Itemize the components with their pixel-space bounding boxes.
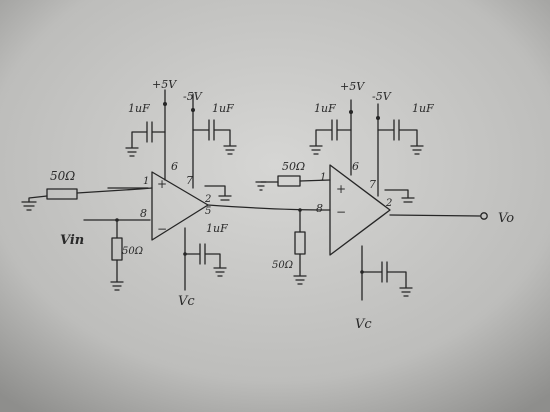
stage2-supply-network [309, 99, 424, 197]
stage2-input-network [255, 175, 331, 191]
stage1-cap-pos-label: 1uF [128, 102, 150, 115]
stage1-cap-neg-label: 1uF [212, 102, 234, 115]
stage2-cap-neg-label: 1uF [412, 102, 434, 115]
stage2-shunt-network [293, 208, 307, 285]
labels: 50Ω Vin 50Ω +5V -5V 1uF 1uF 1uF 6 7 1 8 … [50, 78, 514, 332]
stage2-supply-pos-label: +5V [340, 80, 365, 93]
stage1-supply-neg-label: -5V [183, 90, 203, 103]
stage2-minus-sign: − [336, 205, 346, 219]
output-terminal [480, 212, 488, 220]
stage1-pin-2: 2 [204, 194, 211, 205]
stage2-shunt-resistor-label: 50Ω [272, 260, 293, 271]
stage2-vc-network [360, 245, 413, 301]
stage1-opamp-symbol [151, 171, 209, 241]
stage1-cap-out-label: 1uF [206, 222, 228, 235]
stage2-cap-pos-label: 1uF [314, 102, 336, 115]
stage2-amplifier [255, 99, 488, 301]
stage2-pin-2: 2 [385, 198, 392, 209]
stage1-plus-sign: + [157, 177, 167, 191]
output-wire [389, 214, 481, 217]
stage2-opamp-symbol [329, 164, 391, 256]
stage1-input-resistor-label: 50Ω [50, 169, 75, 183]
stage1-pin-5: 5 [205, 206, 211, 217]
output-vo-label: Vo [498, 211, 514, 226]
stage2-pin-1: 1 [320, 172, 326, 183]
stage2-pin-7: 7 [369, 178, 376, 191]
stage1-supply-network [125, 89, 237, 189]
stage1-vc-network [183, 227, 227, 291]
stage1-pin-6: 6 [171, 160, 178, 173]
stage1-vin-network [83, 218, 151, 291]
stage1-shunt-resistor-label: 50Ω [122, 246, 143, 257]
stage1-supply-pos-label: +5V [152, 78, 177, 91]
stage1-pin-1: 1 [143, 176, 149, 187]
stage1-vin-label: Vin [60, 233, 84, 248]
stage1-vc-label: Vc [178, 294, 195, 309]
stage1-input-network [21, 187, 153, 211]
stage2-supply-neg-label: -5V [372, 90, 392, 103]
stage1-minus-sign: − [157, 222, 167, 236]
stage1-pin-8: 8 [140, 207, 147, 220]
stage2-pin-6: 6 [352, 160, 359, 173]
stage2-pin-8: 8 [316, 202, 323, 215]
stage2-input-resistor-label: 50Ω [282, 160, 305, 173]
stage1-input-resistor [46, 188, 78, 200]
interstage-wire [207, 204, 331, 211]
stage2-vc-label: Vc [355, 317, 372, 332]
stage2-plus-sign: + [336, 182, 346, 196]
stage1-amplifier [21, 89, 237, 291]
stage1-pin-7: 7 [186, 174, 193, 187]
